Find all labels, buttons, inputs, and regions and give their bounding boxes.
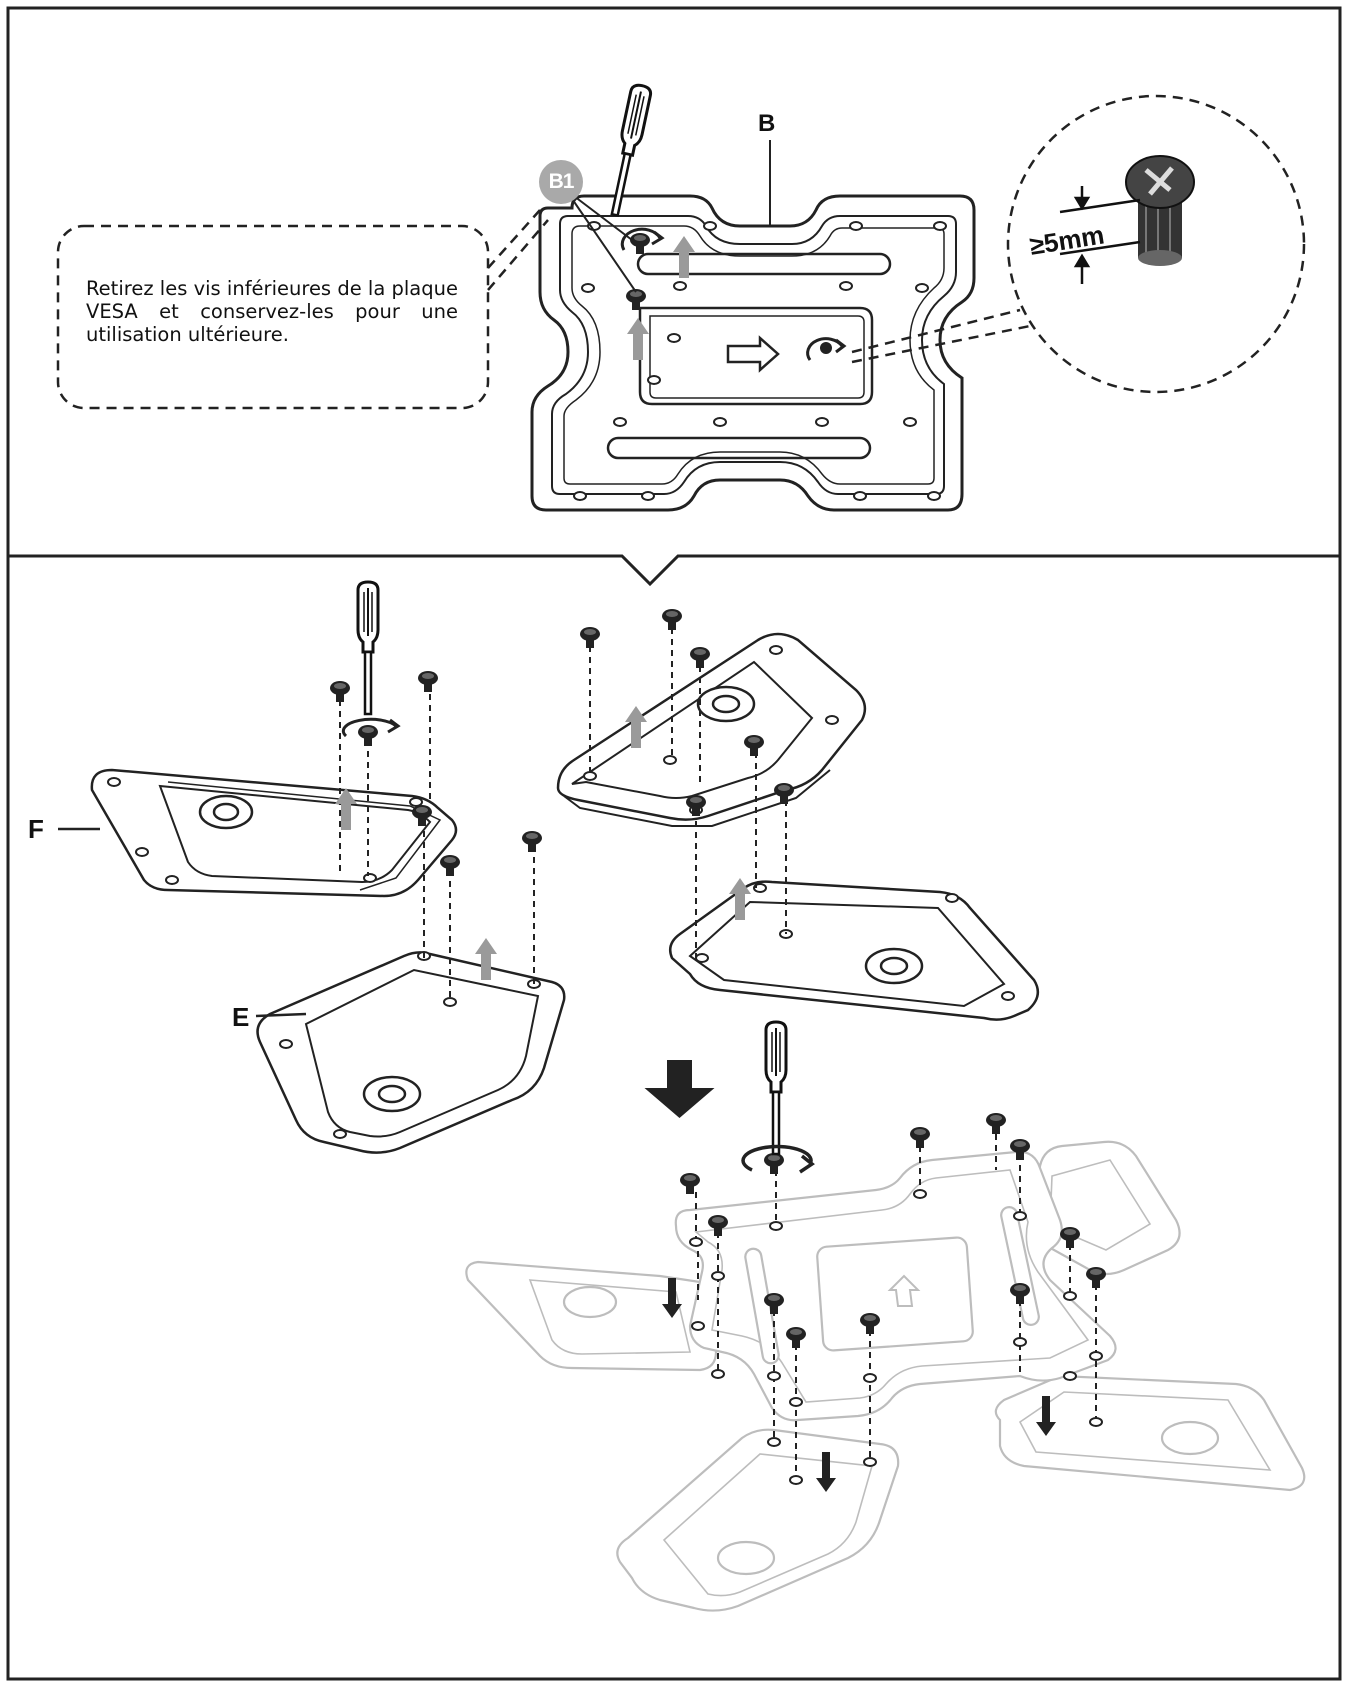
screw-icon xyxy=(358,725,378,746)
rotate-arrow-icon xyxy=(620,227,847,361)
screw-icon xyxy=(764,1153,784,1174)
section-divider xyxy=(8,554,1340,587)
outer-frame xyxy=(6,6,1342,1681)
direction-arrow-icon xyxy=(673,236,695,278)
screw-icon xyxy=(690,647,710,668)
instruction-text: Retirez les vis inférieures de la plaque… xyxy=(86,277,458,346)
screw-icon xyxy=(418,671,438,692)
screw-icon xyxy=(986,1113,1006,1134)
screw-icon xyxy=(330,681,350,702)
screw-icon xyxy=(630,233,650,254)
screw-icon xyxy=(1086,1267,1106,1288)
direction-arrow-icon xyxy=(726,335,780,373)
screwdriver-icon xyxy=(764,1020,788,1156)
assembled-mount xyxy=(465,1140,1306,1612)
screw-icon xyxy=(910,1127,930,1148)
screw-icon xyxy=(662,609,682,630)
detail-circle xyxy=(1006,94,1306,394)
measure-arrows xyxy=(1059,186,1141,284)
screwdriver-icon xyxy=(356,580,380,716)
bracket-top-right xyxy=(556,632,867,827)
instruction-callout xyxy=(56,224,490,410)
direction-arrow-icon xyxy=(627,318,649,360)
screw-icon xyxy=(522,831,542,852)
rotate-arrow-icon xyxy=(741,1144,815,1174)
bracket-e-label: E xyxy=(232,1002,250,1032)
vesa-plate-b xyxy=(530,194,976,512)
bracket-e xyxy=(256,951,566,1154)
screw-icon xyxy=(774,783,794,804)
screw-icon xyxy=(580,627,600,648)
screw-b1-badge: B1 xyxy=(539,160,583,204)
bracket-bottom-right xyxy=(669,880,1040,1021)
screw-detail-icon xyxy=(1125,155,1195,266)
screw-icon xyxy=(440,855,460,876)
down-arrow-icon xyxy=(644,1060,715,1118)
plate-b-label: B xyxy=(758,110,776,137)
screw-icon xyxy=(680,1173,700,1194)
bracket-f xyxy=(90,768,458,898)
bracket-f-label: F xyxy=(28,814,44,844)
rotate-arrow-icon xyxy=(341,717,401,738)
